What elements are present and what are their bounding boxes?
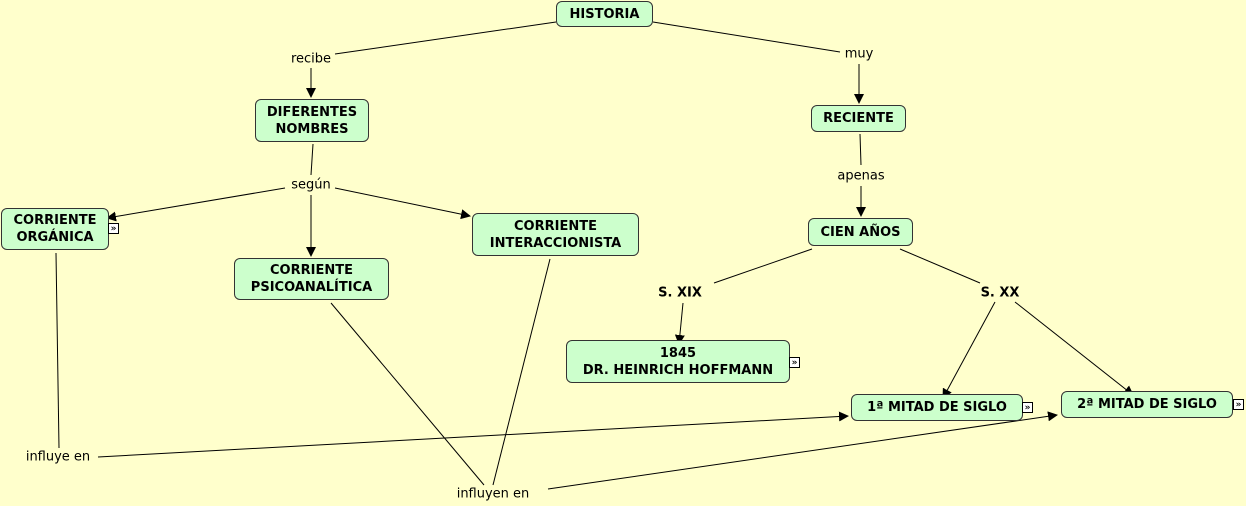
link-s-xx[interactable]: S. XX <box>978 285 1022 301</box>
concept-corriente-interaccionista[interactable]: CORRIENTE INTERACCIONISTA <box>472 213 639 256</box>
link-influyen-en[interactable]: influyen en <box>454 486 532 502</box>
concept-corriente-organica[interactable]: CORRIENTE ORGÁNICA <box>1 208 109 250</box>
concept-cien-anos[interactable]: CIEN AÑOS <box>808 218 913 246</box>
concept-hoffmann[interactable]: 1845 DR. HEINRICH HOFFMANN <box>566 340 790 383</box>
concept-corriente-psicoanalitica[interactable]: CORRIENTE PSICOANALÍTICA <box>234 258 389 300</box>
link-apenas[interactable]: apenas <box>835 168 887 184</box>
concept-diferentes-nombres[interactable]: DIFERENTES NOMBRES <box>255 99 369 142</box>
resource-icon[interactable]: » <box>108 223 119 234</box>
link-s-xix[interactable]: S. XIX <box>656 285 704 301</box>
concept-historia[interactable]: HISTORIA <box>556 1 653 27</box>
link-muy[interactable]: muy <box>842 46 876 62</box>
resource-icon[interactable]: » <box>789 357 800 368</box>
resource-icon[interactable]: » <box>1022 402 1033 413</box>
concept-segunda-mitad[interactable]: 2ª MITAD DE SIGLO <box>1061 391 1233 418</box>
concept-reciente[interactable]: RECIENTE <box>811 105 906 132</box>
link-influye-en[interactable]: influye en <box>23 449 93 465</box>
concept-primera-mitad[interactable]: 1ª MITAD DE SIGLO <box>851 394 1023 421</box>
link-recibe[interactable]: recibe <box>288 51 334 67</box>
resource-icon[interactable]: » <box>1233 399 1244 410</box>
link-segun[interactable]: según <box>289 177 333 193</box>
